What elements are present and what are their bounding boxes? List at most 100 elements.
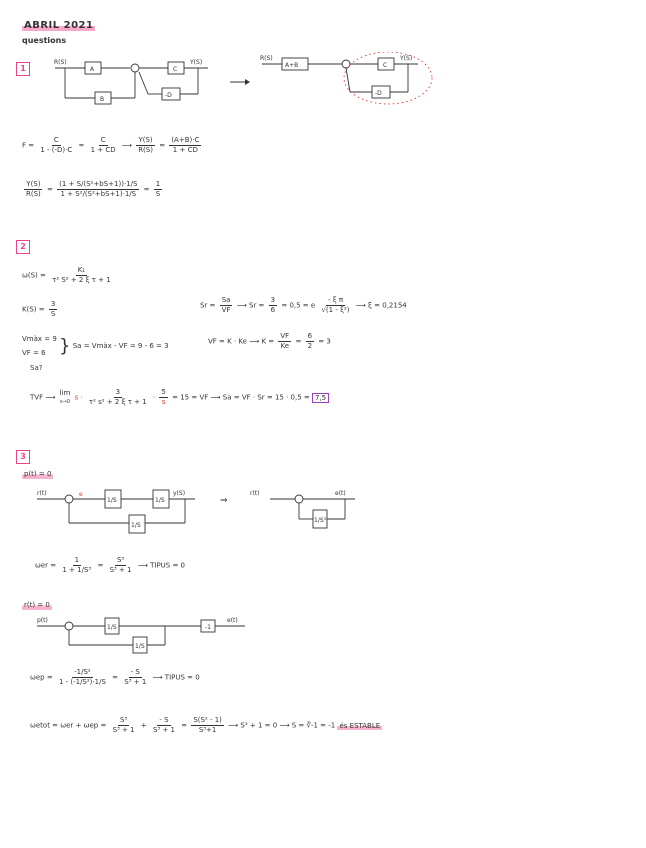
q3-block-diagram-1: r(t) e 1/S 1/S y(S) 1/S ⇒ r(t) e(t) 1/S³ <box>37 489 355 534</box>
frac-den: S³+1 <box>198 726 217 734</box>
frac-num: - S <box>157 716 171 726</box>
arrow-icon: ⟶ <box>236 301 247 310</box>
question-3-badge: 3 <box>16 450 30 464</box>
eq-lhs: ω(S) = <box>22 271 46 280</box>
frac-den: S³ + 1 <box>124 678 147 686</box>
frac-den: S <box>155 190 161 198</box>
q2-sa-question: Sa? <box>30 364 43 372</box>
frac-num: 1 <box>153 180 163 190</box>
arrow-icon: ⟶ <box>137 561 148 570</box>
eq-text: = 0,5 = e <box>281 301 316 310</box>
frac-num: Y(S) <box>136 136 155 146</box>
frac-num: - S <box>128 668 142 678</box>
frac-num: 1 <box>72 556 82 566</box>
q1-block-a: A <box>90 66 95 73</box>
result-box: 7,5 <box>312 392 330 403</box>
eq-text: Sa = Vmàx - VF = 9 - 6 = 3 <box>72 342 169 350</box>
eq-text: Sr = <box>200 301 216 310</box>
frac-den: s <box>161 398 166 406</box>
eq-sign: + <box>140 721 147 730</box>
eq-lhs: F = <box>22 141 35 150</box>
eq-sign: = <box>181 721 188 730</box>
frac-den: 1 + 1/S³ <box>62 566 92 574</box>
q1-block-diagram: R(S) A B C -D Y(S) R(S) A+B C -D Y(S) <box>54 52 433 105</box>
frac-num: S³ <box>114 556 127 566</box>
q3d2-input: p(t) <box>37 617 48 624</box>
eq-text: Sa = VF · Sr = 15 · 0,5 = <box>222 393 310 402</box>
frac-den: R(S) <box>138 146 153 154</box>
eq-text: · <box>152 393 156 402</box>
question-2-badge: 2 <box>16 240 30 254</box>
q3d1-block-1: 1/S <box>107 497 117 504</box>
frac-den: 1 + S²/(S²+bS+1)·1/S <box>60 190 137 198</box>
eq-text: K = <box>261 337 275 346</box>
frac-num: S³ <box>117 716 130 726</box>
frac-den: τ² S² + 2 ξ τ + 1 <box>52 276 111 284</box>
q3d2-block-neg1: -1 <box>205 624 211 631</box>
frac-den: S³ + 1 <box>112 726 135 734</box>
arrow-icon: ⟶ <box>279 721 290 730</box>
page-title: ABRIL 2021 <box>22 20 96 31</box>
eq-text: = 15 = VF <box>172 393 209 402</box>
eq-text: TIPUS = 0 <box>150 561 186 570</box>
q1-block-neg-d-2: -D <box>375 90 382 97</box>
q1-block-c-2: C <box>383 62 387 69</box>
frac-den: R(S) <box>26 190 41 198</box>
vmax-line: Vmàx = 9 <box>22 335 57 343</box>
eq-sign: = <box>112 673 119 682</box>
frac-num: C <box>51 136 61 146</box>
eq-lhs: ωetot = ωer + ωep = <box>30 721 107 730</box>
arrow-icon: ⟶ <box>355 301 366 310</box>
frac-num: Sa <box>219 296 233 306</box>
q3d1-feedback-2: 1/S³ <box>314 517 327 524</box>
eq-text: TVF <box>30 393 44 402</box>
frac-num: VF <box>278 332 292 342</box>
frac-den: √(1 - ξ²) <box>321 306 350 314</box>
frac-den: S³ + 1 <box>152 726 175 734</box>
q1-input-label-2: R(S) <box>260 55 273 62</box>
eq-lhs: ωer = <box>35 561 57 570</box>
implies-icon: ⇒ <box>220 496 228 506</box>
cancel-mark: s · <box>74 393 83 402</box>
frac-den: 6 <box>270 306 276 314</box>
frac-num: -1/S² <box>72 668 93 678</box>
frac-num: 5 <box>159 388 168 398</box>
arrow-icon: ⟶ <box>249 337 260 346</box>
q1-input-label: R(S) <box>54 59 67 66</box>
q1-block-neg-d: -D <box>165 92 172 99</box>
q3-condition-1: p(t) = 0 <box>22 470 54 479</box>
arrow-icon: ⟶ <box>210 393 221 402</box>
arrow-icon: ⟶ <box>121 141 132 150</box>
eq-sign: = <box>143 185 150 194</box>
q3d1-input-2: r(t) <box>250 490 260 497</box>
frac-den: VF <box>221 306 231 314</box>
frac-den: S <box>50 310 56 318</box>
q3d2-output: e(t) <box>227 617 238 624</box>
frac-den: Ke <box>280 342 290 350</box>
frac-den: 2 <box>307 342 313 350</box>
frac-num: C <box>98 136 108 146</box>
eq-sign: = <box>97 561 104 570</box>
frac-num: - ξ π <box>325 296 346 306</box>
q1-output-label-2: Y(S) <box>399 55 412 62</box>
brace-icon: } <box>59 335 71 357</box>
q3-condition-2: r(t) = 0 <box>22 601 52 610</box>
lim-label: lim <box>59 388 71 397</box>
eq-text: ξ = 0,2154 <box>368 301 407 310</box>
frac-den: 1 - (-1/S²)·1/S <box>58 678 106 686</box>
frac-num: 3 <box>268 296 278 306</box>
arrow-icon: ⟶ <box>228 721 239 730</box>
frac-den: 1 + CD <box>90 146 116 154</box>
frac-den: 1 - (-D)·C <box>40 146 73 154</box>
q3d1-input: r(t) <box>37 490 47 497</box>
frac-num: (A+B)·C <box>169 136 202 146</box>
q1-block-apb: A+B <box>285 62 298 69</box>
frac-den: S³ + 1 <box>109 566 132 574</box>
q3d1-block-2: 1/S <box>155 497 165 504</box>
